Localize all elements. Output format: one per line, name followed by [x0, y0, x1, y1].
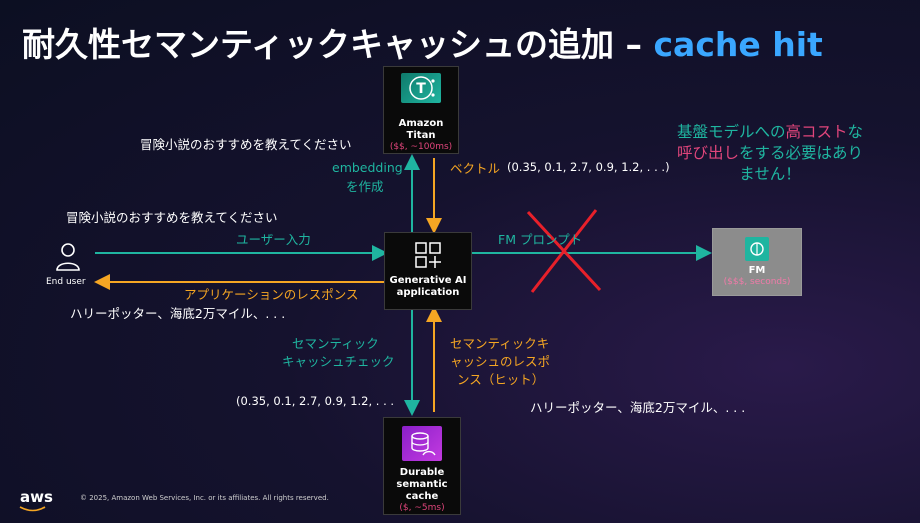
cache-database-icon: [402, 426, 442, 461]
cache-response-line2: ャッシュのレスポ: [450, 354, 551, 369]
red-cross-stroke-2: [530, 209, 598, 293]
copyright: © 2025, Amazon Web Services, Inc. or its…: [80, 494, 329, 502]
app-label: Generative AI application: [389, 275, 467, 298]
fm-brain-icon: [745, 237, 769, 261]
cache-check-line1: セマンティック: [292, 336, 379, 351]
embedding-label: embedding: [332, 160, 403, 175]
app-node: Generative AI application: [384, 232, 472, 310]
user-icon: [56, 243, 80, 271]
aws-logo: aws: [20, 488, 53, 506]
titan-cost: ($$, ~100ms): [389, 142, 453, 152]
note-l3: ません！: [739, 165, 801, 183]
note-l2b: を: [738, 144, 755, 162]
titan-label: Amazon Titan: [398, 118, 444, 141]
cache-node: Durable semantic cache ($, ~5ms): [383, 417, 461, 515]
fm-node: FM ($$$, seconds): [712, 228, 802, 296]
note-l1c: な: [847, 123, 864, 141]
app-response-label: アプリケーションのレスポンス: [184, 287, 359, 302]
fm-cost: ($$$, seconds): [723, 277, 791, 287]
title-accent: cache hit: [653, 25, 823, 64]
user-input-label: ユーザー入力: [236, 232, 311, 247]
grid-plus-icon: [415, 242, 441, 268]
cache-cost: ($, ~5ms): [399, 503, 445, 513]
user-label: End user: [46, 277, 86, 287]
titan-icon: T: [401, 73, 441, 103]
fm-label: FM: [748, 265, 766, 276]
answer-left: ハリーポッター、海底2万マイル、. . .: [70, 306, 286, 321]
cost-note: 基盤モデルへの高コストな 呼び出しをする必要はあり ません！: [640, 122, 900, 185]
cache-label: Durable semantic cache: [396, 467, 448, 502]
titan-node: T Amazon Titan ($$, ~100ms): [383, 66, 459, 154]
note-l2a: 呼び出し: [676, 144, 739, 162]
cache-check-line2: キャッシュチェック: [282, 354, 395, 369]
fm-prompt-label: FM プロンプト: [498, 232, 583, 247]
title-main: 耐久性セマンティックキャッシュの追加 –: [22, 25, 654, 64]
note-l2c: する必要はあり: [754, 144, 864, 162]
svg-text:T: T: [416, 81, 426, 97]
answer-right: ハリーポッター、海底2万マイル、. . .: [530, 400, 746, 415]
vector-bottom: (0.35, 0.1, 2.7, 0.9, 1.2, . . .: [236, 394, 395, 408]
note-l1a: 基盤モデルへの: [676, 123, 786, 141]
note-l1b: 高コスト: [785, 123, 848, 141]
page-title: 耐久性セマンティックキャッシュの追加 – cache hit: [22, 18, 823, 66]
create-label: を作成: [346, 179, 384, 194]
cache-response-line1: セマンティックキ: [450, 336, 550, 351]
cache-response-line3: ンス（ヒット）: [457, 372, 545, 387]
question-top: 冒険小説のおすすめを教えてください: [140, 137, 352, 152]
vector-value: (0.35, 0.1, 2.7, 0.9, 1.2, . . .): [507, 160, 670, 174]
question-mid: 冒険小説のおすすめを教えてください: [66, 210, 278, 225]
aws-smile-icon: [19, 506, 46, 512]
vector-label: ベクトル: [450, 161, 501, 176]
